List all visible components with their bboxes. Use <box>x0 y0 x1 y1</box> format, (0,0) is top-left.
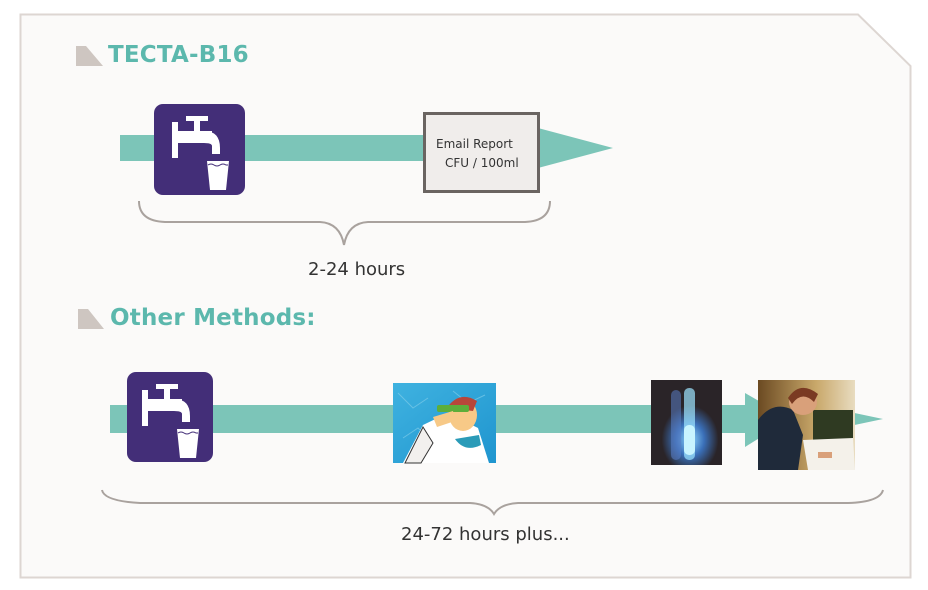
tecta-duration-brace <box>138 200 551 246</box>
other-methods-heading: Other Methods: <box>110 305 316 331</box>
test-tubes-photo <box>651 380 722 465</box>
scientist-illustration <box>393 383 496 464</box>
email-report-line-2: CFU / 100ml <box>445 156 519 170</box>
tecta-duration-label: 2-24 hours <box>308 259 406 280</box>
email-report-line-1: Email Report <box>436 137 513 151</box>
email-report-box: Email Report CFU / 100ml <box>423 112 540 193</box>
tecta-faucet-tile <box>154 104 245 195</box>
other-duration-brace <box>101 489 884 516</box>
other-faucet-tile <box>127 372 213 462</box>
panel-background <box>19 13 912 579</box>
tecta-heading: TECTA-B16 <box>108 42 249 68</box>
technician-photo <box>758 380 855 470</box>
other-duration-label: 24-72 hours plus... <box>401 524 570 545</box>
section-bullet-icon <box>76 46 103 66</box>
section-bullet-icon <box>78 309 104 329</box>
